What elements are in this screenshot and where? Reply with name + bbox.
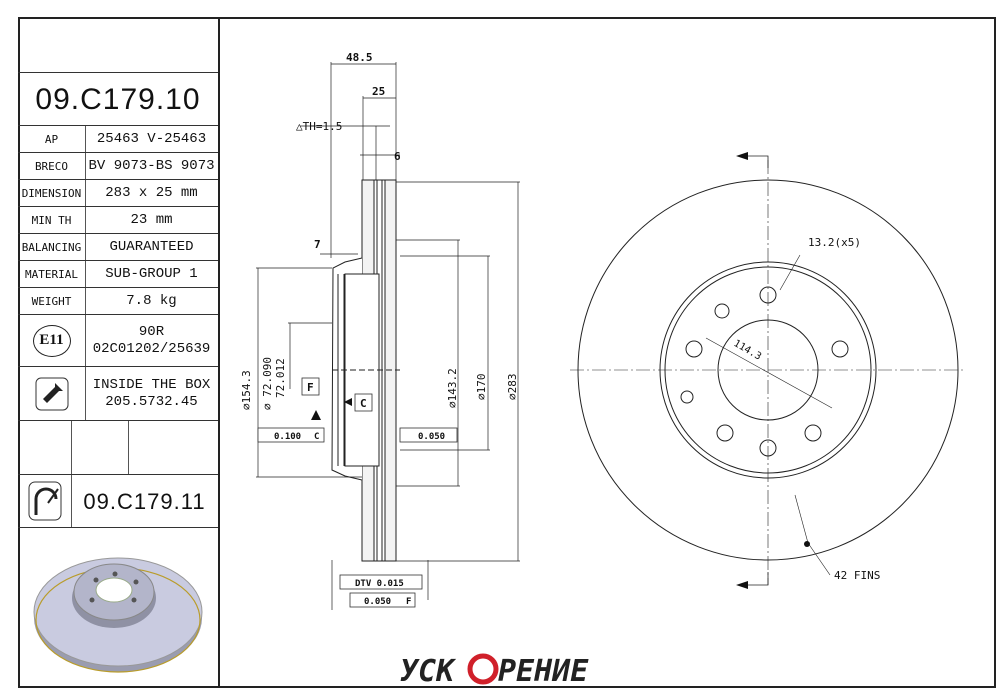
drawing-frame	[18, 17, 996, 688]
tol-parallel: 0.100	[274, 432, 301, 442]
tol-runout-ref: F	[406, 597, 411, 607]
disc-photo	[18, 527, 218, 686]
dim-143-2: ⌀143.2	[446, 368, 459, 408]
spec-label: MIN TH	[18, 207, 86, 233]
dim-6: 6	[394, 150, 401, 163]
part-number-row: 09.C179.10	[18, 72, 218, 125]
tol-parallel-ref: C	[314, 432, 319, 442]
spec-label: BALANCING	[18, 234, 86, 260]
tol-dtv: DTV 0.015	[355, 579, 404, 589]
dim-72-090: ⌀ 72.090	[261, 357, 274, 410]
spec-value: 23 mm	[130, 211, 173, 228]
tol-runout: 0.050	[364, 597, 391, 607]
svg-text:УСК: УСК	[400, 654, 457, 689]
brand-logo: УСК РЕНИЕ	[400, 653, 589, 689]
dim-7: 7	[314, 238, 321, 251]
spec-value: 7.8 kg	[126, 292, 177, 309]
brake-kit-icon	[28, 481, 61, 521]
dim-170: ⌀170	[475, 374, 488, 401]
e11-badge: E11	[32, 324, 71, 357]
dimension-lines	[256, 62, 520, 610]
pad-kit-icon-cell	[18, 475, 72, 527]
empty-row	[18, 420, 218, 474]
dim-25: 25	[372, 85, 385, 98]
dim-283: ⌀283	[506, 374, 519, 401]
screw-icon-cell	[18, 367, 86, 420]
disc-front-view	[570, 155, 965, 586]
dim-48-5: 48.5	[346, 51, 373, 64]
spec-value: 283 x 25 mm	[105, 184, 198, 201]
spec-label: BRECO	[18, 153, 86, 179]
kit-part-number: 09.C179.11	[83, 488, 206, 514]
spec-label: MATERIAL	[18, 261, 86, 287]
part-number: 09.C179.10	[35, 82, 201, 116]
hole-callout: 13.2(x5)	[808, 236, 861, 249]
spec-label: AP	[18, 126, 86, 152]
fins-callout: 42 FINS	[834, 569, 880, 582]
dim-72-012: 72.012	[274, 358, 287, 398]
screw-icon	[35, 377, 68, 410]
datum-c: C	[360, 397, 367, 410]
tol-flatness: 0.050	[418, 432, 445, 442]
datum-f: F	[307, 381, 314, 394]
spec-label: WEIGHT	[18, 288, 86, 314]
pcd-label: 114.3	[732, 338, 764, 363]
dim-154-3: ⌀154.3	[240, 370, 253, 410]
spec-value: BV 9073-BS 9073	[88, 157, 215, 174]
disc-cross-section	[331, 179, 400, 562]
disc-render-image	[33, 557, 203, 673]
spec-label: DIMENSION	[18, 180, 86, 206]
approval-badge-cell: E11	[18, 315, 86, 366]
dim-th: △TH=1.5	[296, 120, 342, 133]
spec-value: 25463 V-25463	[96, 130, 207, 147]
svg-text:РЕНИЕ: РЕНИЕ	[498, 654, 589, 689]
spec-value: GUARANTEED	[109, 238, 194, 255]
spec-value: SUB-GROUP 1	[105, 265, 198, 282]
